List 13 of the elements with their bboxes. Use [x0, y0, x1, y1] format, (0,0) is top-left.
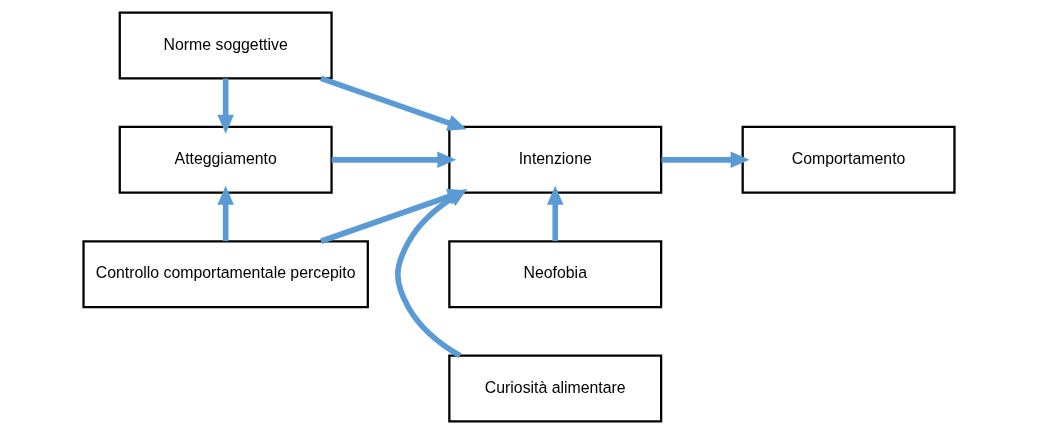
arrow [546, 185, 564, 242]
arrow [217, 78, 234, 134]
arrow [331, 151, 457, 169]
node-box: Controllo comportamentale percepito [82, 240, 369, 309]
node-box: Neofobia [448, 240, 663, 309]
arrow [217, 185, 234, 242]
node-box: Norme soggettive [118, 11, 333, 80]
node-box: Curiosità alimentare [448, 354, 663, 423]
node-box: Atteggiamento [118, 125, 333, 194]
node-box: Intenzione [448, 125, 663, 194]
arrow [661, 151, 750, 169]
node-box: Comportamento [741, 125, 956, 194]
arrow [320, 75, 467, 131]
